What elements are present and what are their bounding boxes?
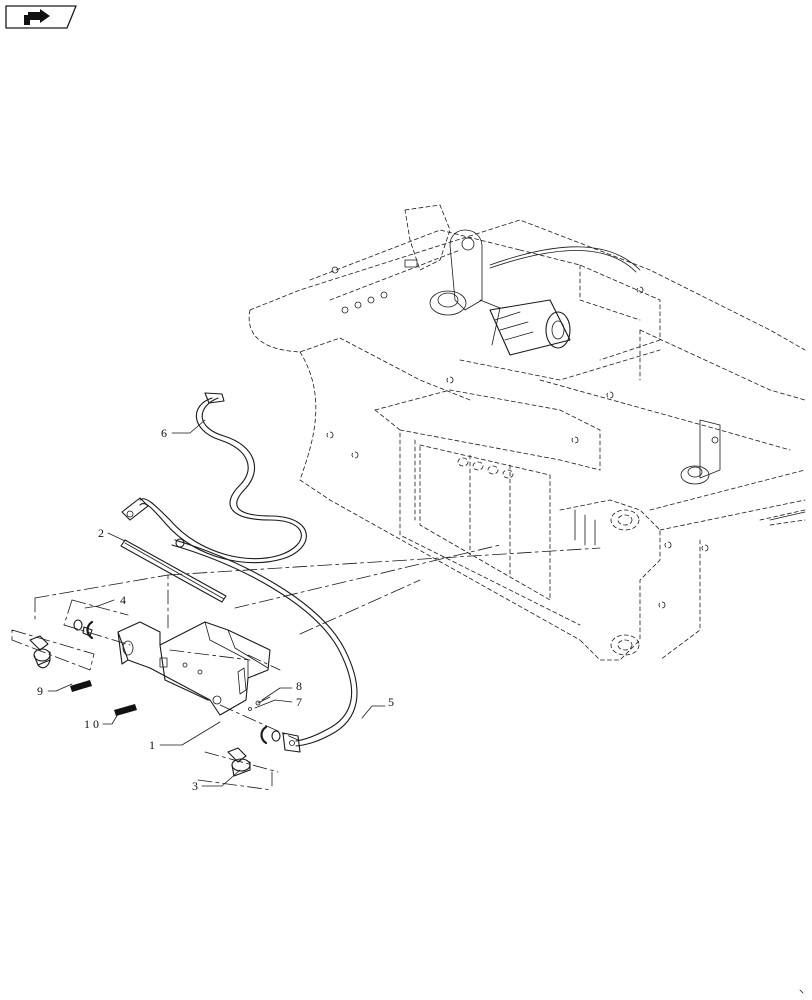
machine-frame [248, 204, 806, 661]
screw-item-8 [248, 696, 271, 711]
callout-6: 6 [161, 419, 206, 440]
svg-text:8: 8 [296, 679, 302, 693]
callout-2: 2 [98, 526, 126, 542]
callout-7: 7 [254, 695, 302, 709]
callout-10: 1 0 [84, 713, 119, 731]
bracket-item-1 [117, 621, 271, 716]
callout-9: 9 [37, 683, 73, 698]
corner-mark [799, 989, 804, 994]
decal-tag-10 [114, 704, 137, 716]
reference-lines [11, 544, 601, 791]
svg-text:7: 7 [296, 695, 302, 709]
callout-5: 5 [361, 695, 394, 719]
decal-tag-9 [70, 680, 92, 692]
svg-text:6: 6 [161, 426, 167, 440]
next-page-arrow-icon [24, 9, 50, 25]
cable-item-6 [121, 392, 307, 564]
svg-text:1 0: 1 0 [84, 717, 99, 731]
callout-8: 8 [261, 679, 302, 701]
callout-4: 4 [84, 593, 126, 609]
callout-1: 1 [149, 721, 221, 752]
nut-item-7 [260, 725, 281, 745]
callout-3: 3 [192, 769, 241, 793]
strap-item-2 [120, 539, 227, 603]
svg-text:3: 3 [192, 779, 198, 793]
cable-item-5 [171, 538, 358, 753]
fitting-item-3 [227, 747, 251, 777]
svg-text:2: 2 [98, 526, 104, 540]
svg-text:1: 1 [149, 738, 155, 752]
callouts: 1 2 3 4 5 6 7 8 [37, 419, 394, 793]
fitting-item-left [29, 635, 51, 669]
svg-text:9: 9 [37, 684, 43, 698]
svg-text:5: 5 [388, 695, 394, 709]
svg-text:4: 4 [120, 593, 126, 607]
next-page-button[interactable] [5, 5, 77, 29]
